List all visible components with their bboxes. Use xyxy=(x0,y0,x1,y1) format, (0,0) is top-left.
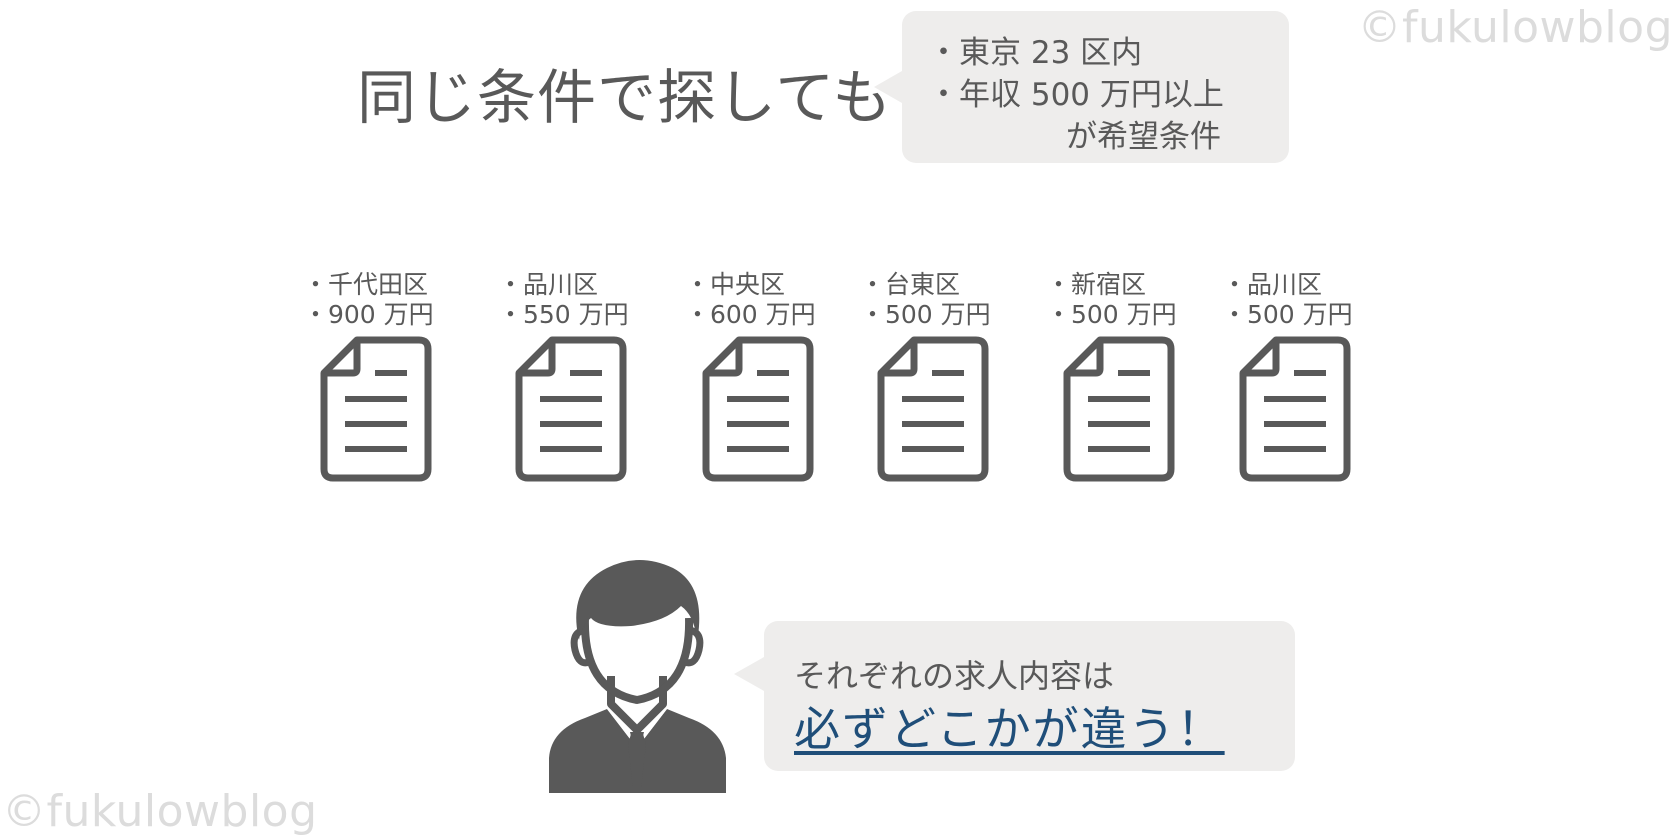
listing-salary: ・900 万円 xyxy=(303,300,434,329)
condition-location: ・東京 23 区内 xyxy=(928,35,1143,71)
document-icon xyxy=(702,336,814,482)
speech-bubble: それぞれの求人内容は 必ずどこかが違う！ xyxy=(734,621,1295,771)
job-listing-3: ・中央区 ・600 万円 xyxy=(685,265,855,485)
document-icon xyxy=(1063,336,1175,482)
job-listing-1: ・千代田区 ・900 万円 xyxy=(303,265,473,485)
watermark-bottom: ©fukulowblog xyxy=(2,786,318,837)
headline: 同じ条件で探しても xyxy=(357,63,893,132)
document-icon xyxy=(515,336,627,482)
listing-salary: ・500 万円 xyxy=(860,300,991,329)
job-listing-6: ・品川区 ・500 万円 xyxy=(1222,265,1392,485)
conditions-bubble: ・東京 23 区内 ・年収 500 万円以上 が希望条件 xyxy=(874,11,1289,163)
document-icon xyxy=(320,336,432,482)
document-icon xyxy=(1239,336,1351,482)
listing-salary: ・500 万円 xyxy=(1222,300,1353,329)
document-icon xyxy=(877,336,989,482)
listing-salary: ・550 万円 xyxy=(498,300,629,329)
job-listing-2: ・品川区 ・550 万円 xyxy=(498,265,668,485)
job-listing-4: ・台東区 ・500 万円 xyxy=(860,265,1030,485)
listing-area: ・台東区 xyxy=(860,270,961,299)
listing-area: ・中央区 xyxy=(685,270,786,299)
speech-text: それぞれの求人内容は xyxy=(794,657,1115,695)
listing-salary: ・500 万円 xyxy=(1046,300,1177,329)
listing-area: ・新宿区 xyxy=(1046,270,1147,299)
job-listing-5: ・新宿区 ・500 万円 xyxy=(1046,265,1216,485)
watermark-top: ©fukulowblog xyxy=(1357,2,1673,53)
listing-area: ・品川区 xyxy=(1222,270,1323,299)
speech-emphasis: 必ずどこかが違う！ xyxy=(794,702,1225,756)
listing-area: ・千代田区 xyxy=(303,270,429,299)
listing-salary: ・600 万円 xyxy=(685,300,816,329)
businessman-icon xyxy=(549,560,726,793)
listing-area: ・品川区 xyxy=(498,270,599,299)
condition-suffix: が希望条件 xyxy=(1066,119,1221,155)
condition-salary: ・年収 500 万円以上 xyxy=(928,77,1224,113)
